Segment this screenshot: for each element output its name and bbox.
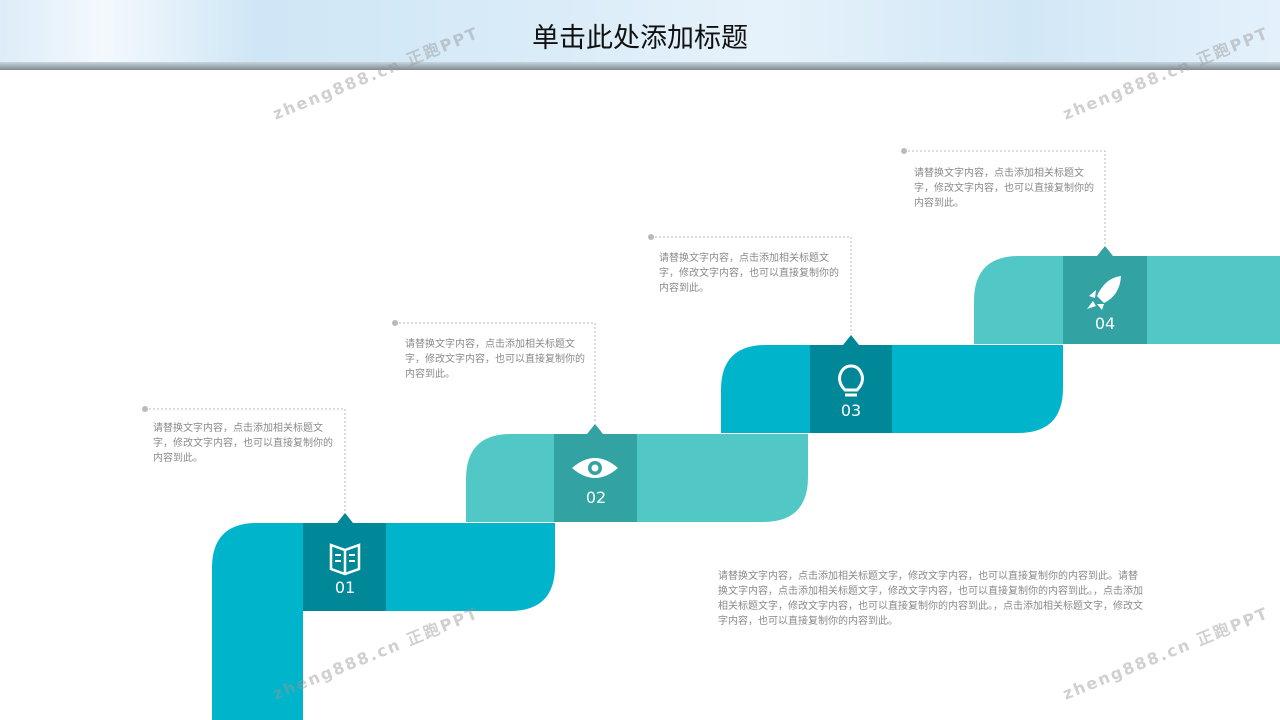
slide-title[interactable]: 单击此处添加标题 [532,23,748,54]
callout-line-4 [904,150,1106,245]
step-description-3[interactable]: 请替换文字内容，点击添加相关标题文字，修改文字内容，也可以直接复制你的内容到此。 [659,253,839,294]
step-number-1: 01 [334,578,356,597]
pointer-3 [843,335,859,345]
callout-dot-3 [648,234,654,240]
step-description-4[interactable]: 请替换文字内容，点击添加相关标题文字，修改文字内容，也可以直接复制你的内容到此。 [914,168,1094,209]
callout-line-2 [395,322,596,423]
callout-dot-4 [901,148,907,154]
step-description-1[interactable]: 请替换文字内容，点击添加相关标题文字，修改文字内容，也可以直接复制你的内容到此。 [153,423,333,464]
step-number-2: 02 [585,488,607,507]
lightbulb-icon [838,364,864,397]
pointer-2 [587,424,603,434]
callout-line-3 [651,236,852,334]
callout-dot-2 [392,320,398,326]
summary-text[interactable]: 请替换文字内容，点击添加相关标题文字，修改文字内容，也可以直接复制你的内容到此。… [718,571,1143,627]
step-number-3: 03 [840,401,862,420]
pointer-4 [1097,246,1113,256]
callout-line-1 [145,408,346,512]
step-description-2[interactable]: 请替换文字内容，点击添加相关标题文字，修改文字内容，也可以直接复制你的内容到此。 [405,339,585,380]
step-square-2 [554,434,637,522]
rocket-icon [1087,276,1121,310]
pointer-1 [337,513,353,523]
callout-dot-1 [142,406,148,412]
header-banner [0,0,1280,70]
book-icon [329,543,361,576]
step-band-1 [212,523,555,720]
eye-icon [572,458,618,478]
step-number-4: 04 [1094,314,1116,333]
